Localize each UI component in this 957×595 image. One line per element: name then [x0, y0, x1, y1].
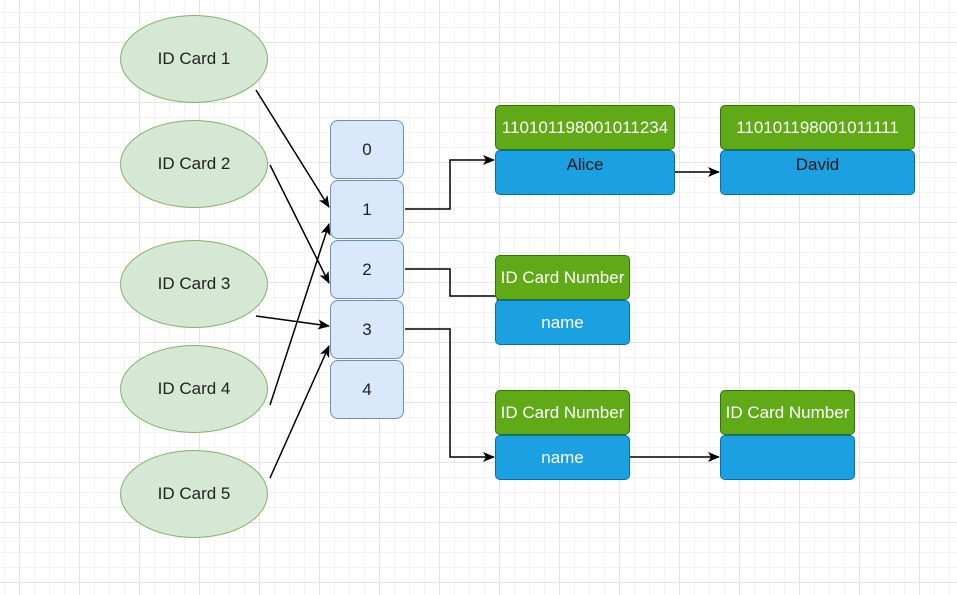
chain-node-value: David — [720, 150, 915, 195]
bucket-0: 0 — [330, 120, 404, 179]
bucket-1: 1 — [330, 180, 404, 239]
bucket-3: 3 — [330, 300, 404, 359]
arrow-id-card-4-to-bucket-1 — [269, 223, 331, 406]
bucket-4: 4 — [330, 360, 404, 419]
arrow-id-card-2-to-bucket-2 — [269, 164, 330, 284]
chain-node-key: ID Card Number — [495, 255, 630, 300]
key-ellipse-id-card-5: ID Card 5 — [120, 450, 268, 538]
chain-node-value: Alice — [495, 150, 675, 195]
key-ellipse-id-card-4: ID Card 4 — [120, 345, 268, 433]
chain-node-key: 110101198001011111 — [720, 105, 915, 150]
chain-node-key: ID Card Number — [720, 390, 855, 435]
chain-node-key: 110101198001011234 — [495, 105, 675, 150]
chain-node-value — [720, 435, 855, 480]
key-ellipse-id-card-1: ID Card 1 — [120, 15, 268, 103]
key-ellipse-id-card-2: ID Card 2 — [120, 120, 268, 208]
chain-node-key: ID Card Number — [495, 390, 630, 435]
arrow-bucket-1-to-chain — [405, 155, 495, 210]
arrow-id-card-1-to-bucket-1 — [255, 89, 330, 208]
arrow-id-card-5-to-bucket-3 — [269, 345, 330, 479]
bucket-2: 2 — [330, 240, 404, 299]
key-ellipse-id-card-3: ID Card 3 — [120, 240, 268, 328]
arrow-bucket-2-to-chain — [405, 268, 508, 301]
arrow-id-card-3-to-bucket-3 — [255, 315, 330, 330]
arrow-bucket-3-to-chain — [405, 328, 495, 462]
chain-node-value: name — [495, 300, 630, 345]
chain-node-value: name — [495, 435, 630, 480]
